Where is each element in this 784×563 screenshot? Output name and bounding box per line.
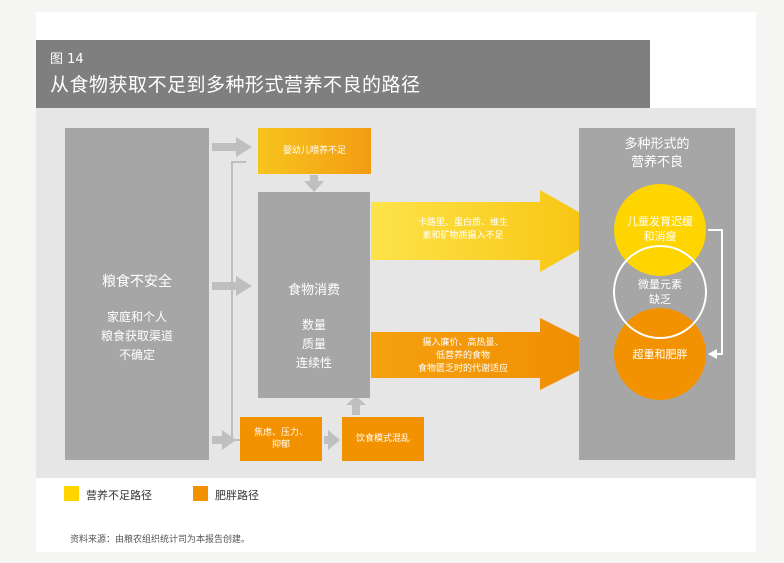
legend-label-obesity: 肥胖路径 bbox=[215, 489, 259, 502]
eating-pattern-text: 饮食模式混乱 bbox=[355, 434, 410, 444]
legend-label-undernutrition: 营养不足路径 bbox=[86, 489, 152, 502]
figure-header: 图 14 从食物获取不足到多种形式营养不良的路径 bbox=[36, 40, 650, 108]
stress-box: 焦虑、压力、 抑郁 bbox=[240, 417, 322, 461]
undernutrition-arrow bbox=[371, 190, 612, 272]
circle-micronutrient-outline bbox=[613, 245, 707, 339]
bracket-line bbox=[231, 161, 246, 441]
eating-pattern-box: 饮食模式混乱 bbox=[342, 417, 424, 461]
malnutrition-title: 多种形式的 营养不良 bbox=[624, 137, 690, 170]
food-insecurity-box: 粮食不安全 家庭和个人 粮食获取渠道 不确定 bbox=[65, 128, 209, 460]
right-connector-top bbox=[708, 229, 723, 355]
legend-swatch-obesity bbox=[193, 486, 208, 501]
food-consumption-subtitle: 数量 质量 连续性 bbox=[295, 318, 332, 370]
micronutrient-text: 微量元素 缺乏 bbox=[638, 278, 682, 306]
right-connector-arrowhead bbox=[708, 349, 717, 359]
stress-text: 焦虑、压力、 抑郁 bbox=[253, 428, 308, 450]
legend-swatch-undernutrition bbox=[64, 486, 79, 501]
arrow-to-stress bbox=[212, 430, 236, 450]
malnutrition-box: 多种形式的 营养不良 bbox=[579, 128, 735, 460]
food-insecurity-title: 粮食不安全 bbox=[102, 274, 172, 290]
food-insecurity-subtitle: 家庭和个人 粮食获取渠道 不确定 bbox=[100, 310, 173, 362]
undernutrition-arrow-text: 卡路里、蛋白质、维生 素和矿物质摄入不足 bbox=[417, 218, 508, 241]
arrow-to-infant bbox=[212, 137, 252, 157]
obesity-text: 超重和肥胖 bbox=[632, 348, 688, 361]
arrow-infant-down bbox=[304, 175, 324, 192]
figure-label: 图 14 bbox=[50, 52, 84, 67]
figure-title: 从食物获取不足到多种形式营养不良的路径 bbox=[50, 74, 421, 96]
infant-feeding-box: 婴幼儿喂养不足 bbox=[258, 128, 371, 174]
source-note: 资料来源：由粮农组织统计司为本报告创建。 bbox=[70, 535, 251, 545]
food-consumption-box: 食物消费 数量 质量 连续性 bbox=[258, 192, 370, 398]
obesity-arrow-text: 摄入廉价、高热量、 低营养的食物 食物匮乏时的代谢适应 bbox=[417, 338, 508, 374]
food-consumption-title: 食物消费 bbox=[287, 283, 340, 298]
infant-feeding-text: 婴幼儿喂养不足 bbox=[282, 146, 346, 156]
arrow-stress-to-diet bbox=[324, 430, 340, 450]
arrow-diet-up bbox=[346, 396, 366, 415]
obesity-arrow bbox=[371, 318, 612, 390]
stunting-text: 儿童发育迟缓 和消瘦 bbox=[627, 215, 693, 243]
